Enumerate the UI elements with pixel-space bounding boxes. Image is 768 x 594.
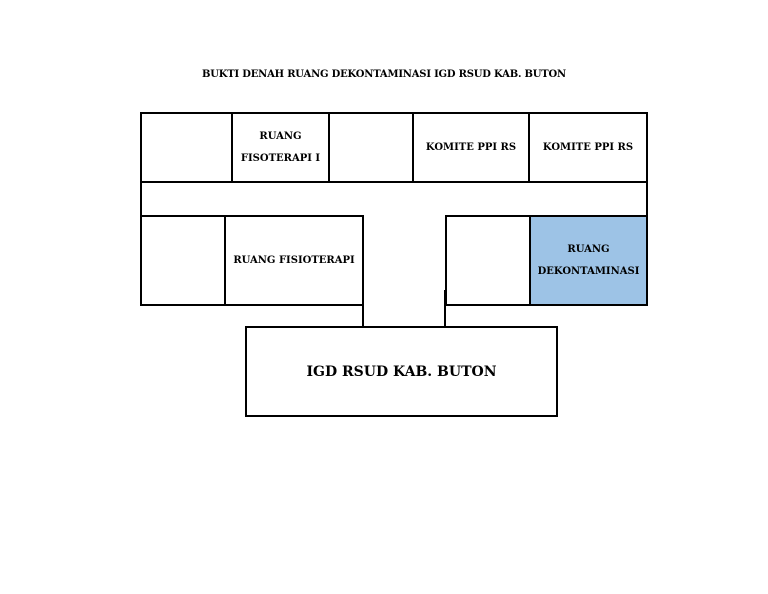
passage-left-wall (362, 304, 364, 328)
room-fisioterapi-i-line1: RUANG (259, 130, 302, 142)
room-dekontaminasi: RUANG DEKONTAMINASI (529, 215, 648, 306)
diagram-title: BUKTI DENAH RUANG DEKONTAMINASI IGD RSUD… (202, 69, 566, 80)
corridor-right-wall (646, 181, 648, 217)
room-dekontaminasi-line1: RUANG (567, 243, 610, 255)
room-dekontaminasi-line2: DEKONTAMINASI (537, 265, 640, 277)
room-ruang-fisioterapi-label: RUANG FISIOTERAPI (233, 254, 355, 266)
room-komite-ppi-1-label: KOMITE PPI RS (425, 141, 517, 153)
room-ruang-fisioterapi: RUANG FISIOTERAPI (224, 215, 364, 306)
room-komite-ppi-1: KOMITE PPI RS (412, 112, 530, 183)
room-igd-label: IGD RSUD KAB. BUTON (306, 363, 497, 380)
room-fisioterapi-i-line2: FISOTERAPI I (240, 152, 321, 164)
room-empty-top-left (140, 112, 233, 183)
room-empty-top-middle (328, 112, 414, 183)
room-empty-bottom-left (140, 215, 226, 306)
room-igd: IGD RSUD KAB. BUTON (245, 326, 558, 417)
passage-right-wall (444, 290, 446, 328)
room-komite-ppi-2: KOMITE PPI RS (528, 112, 648, 183)
room-empty-bottom-right (445, 215, 531, 306)
room-fisioterapi-i: RUANG FISOTERAPI I (231, 112, 330, 183)
room-komite-ppi-2-label: KOMITE PPI RS (542, 141, 634, 153)
corridor-left-wall (140, 181, 142, 217)
